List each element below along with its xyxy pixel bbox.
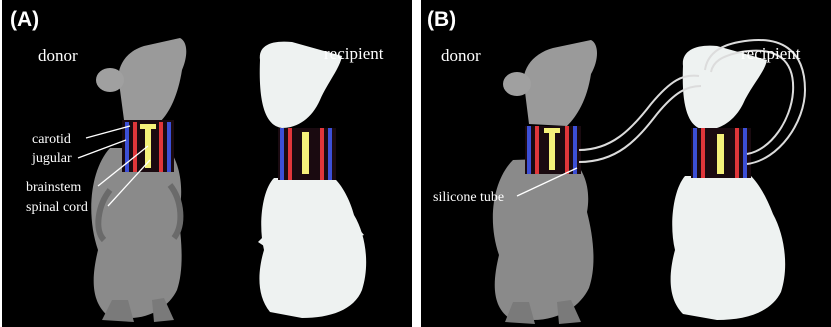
panel-a: (A) donor recipient carotid jugular brai…: [2, 0, 412, 327]
carotid-label: carotid: [32, 132, 71, 147]
silicone-tube-label: silicone tube: [433, 190, 504, 205]
donor-rat-b: [493, 40, 597, 324]
brainstem-label: brainstem: [26, 180, 81, 195]
panel-a-letter: (A): [10, 8, 39, 32]
spinal-cord-label: spinal cord: [26, 200, 88, 215]
recipient-label-a: recipient: [324, 44, 383, 64]
recipient-label-b: recipient: [741, 44, 800, 64]
donor-label-b: donor: [441, 46, 481, 66]
panel-b-letter: (B): [427, 8, 456, 32]
donor-label-a: donor: [38, 46, 78, 66]
jugular-label: jugular: [32, 151, 72, 166]
recipient-rat-a: [258, 42, 366, 318]
recipient-vessels-b: [693, 128, 747, 178]
recipient-rat-b: [671, 46, 786, 320]
panel-b: (B) donor recipient silicone tube: [421, 0, 831, 327]
